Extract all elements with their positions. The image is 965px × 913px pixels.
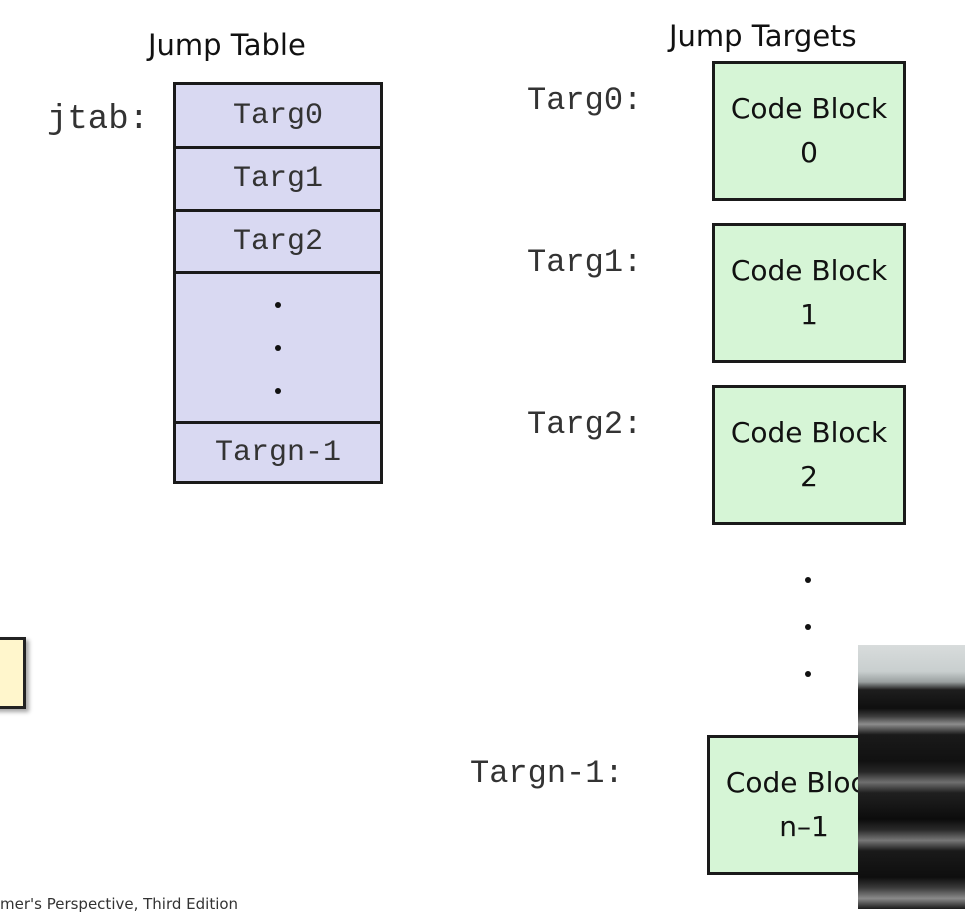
jtab-label: jtab: bbox=[47, 101, 150, 139]
dot bbox=[275, 387, 281, 394]
jump-table-entry-2: Targ2 bbox=[176, 212, 380, 274]
video-overlay bbox=[858, 645, 965, 909]
jump-table-heading: Jump Table bbox=[148, 28, 306, 62]
footer-text: mer's Perspective, Third Edition bbox=[0, 895, 239, 913]
code-block-title: Code Block bbox=[730, 92, 888, 125]
dot bbox=[805, 577, 811, 583]
code-block-1: Code Block 1 bbox=[712, 223, 906, 363]
code-block-2: Code Block 2 bbox=[712, 385, 906, 525]
code-block-index: n–1 bbox=[779, 810, 829, 843]
dot bbox=[275, 344, 281, 351]
jump-table-ellipsis bbox=[176, 274, 380, 424]
jump-table-entry-1: Targ1 bbox=[176, 149, 380, 212]
dot bbox=[805, 671, 811, 677]
target-label-last: Targn-1: bbox=[470, 755, 624, 792]
code-block-title: Code Block bbox=[725, 766, 883, 799]
jump-table-entry-last: Targn-1 bbox=[214, 435, 342, 470]
code-block-index: 1 bbox=[800, 298, 818, 331]
target-label-0: Targ0: bbox=[527, 82, 643, 119]
code-block-title: Code Block bbox=[730, 254, 888, 287]
jump-targets-heading: Jump Targets bbox=[669, 19, 857, 53]
dot bbox=[805, 624, 811, 630]
jump-table-entry-0: Targ0 bbox=[176, 85, 380, 149]
jump-table: Targ0 Targ1 Targ2 Targn-1 bbox=[173, 82, 383, 484]
code-block-0: Code Block 0 bbox=[712, 61, 906, 201]
note-box-partial bbox=[0, 637, 26, 709]
ellipsis-dots bbox=[275, 301, 281, 394]
dot bbox=[275, 301, 281, 308]
code-block-title: Code Block bbox=[730, 416, 888, 449]
code-block-index: 0 bbox=[800, 136, 818, 169]
target-label-1: Targ1: bbox=[527, 244, 643, 281]
code-block-index: 2 bbox=[800, 460, 818, 493]
target-label-2: Targ2: bbox=[527, 406, 643, 443]
targets-ellipsis bbox=[805, 577, 811, 677]
